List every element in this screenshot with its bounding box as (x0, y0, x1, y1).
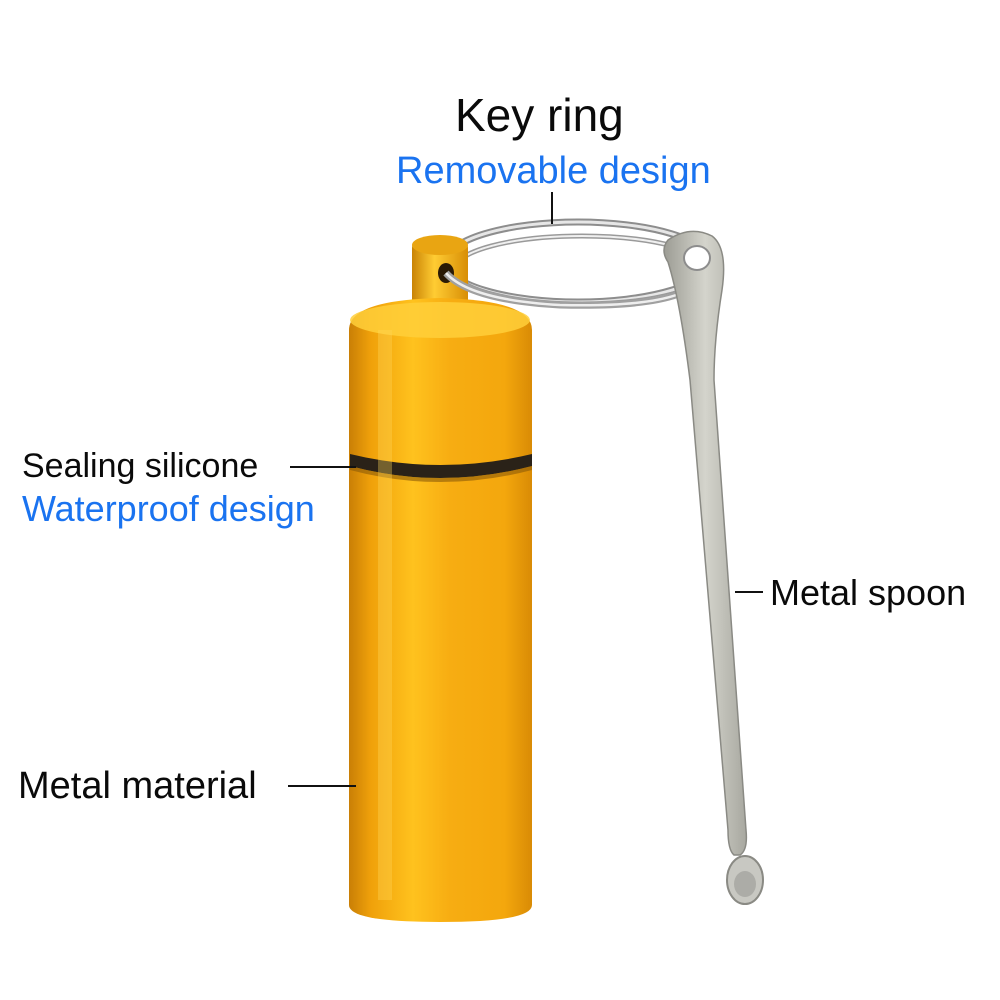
metal-material-title: Metal material (18, 765, 257, 807)
metal-spoon-title: Metal spoon (770, 572, 967, 613)
sealing-leader-line (290, 466, 356, 468)
material-leader-line (288, 785, 356, 787)
spoon-leader-line (735, 591, 763, 593)
sealing-silicone-title: Sealing silicone (22, 447, 259, 485)
sealing-silicone-subtitle: Waterproof design (22, 488, 315, 529)
key-ring-leader-line (551, 192, 553, 224)
capsule-body (349, 298, 532, 922)
key-ring-title: Key ring (455, 89, 624, 141)
key-ring-subtitle: Removable design (396, 150, 711, 192)
metal-spoon (663, 230, 764, 905)
